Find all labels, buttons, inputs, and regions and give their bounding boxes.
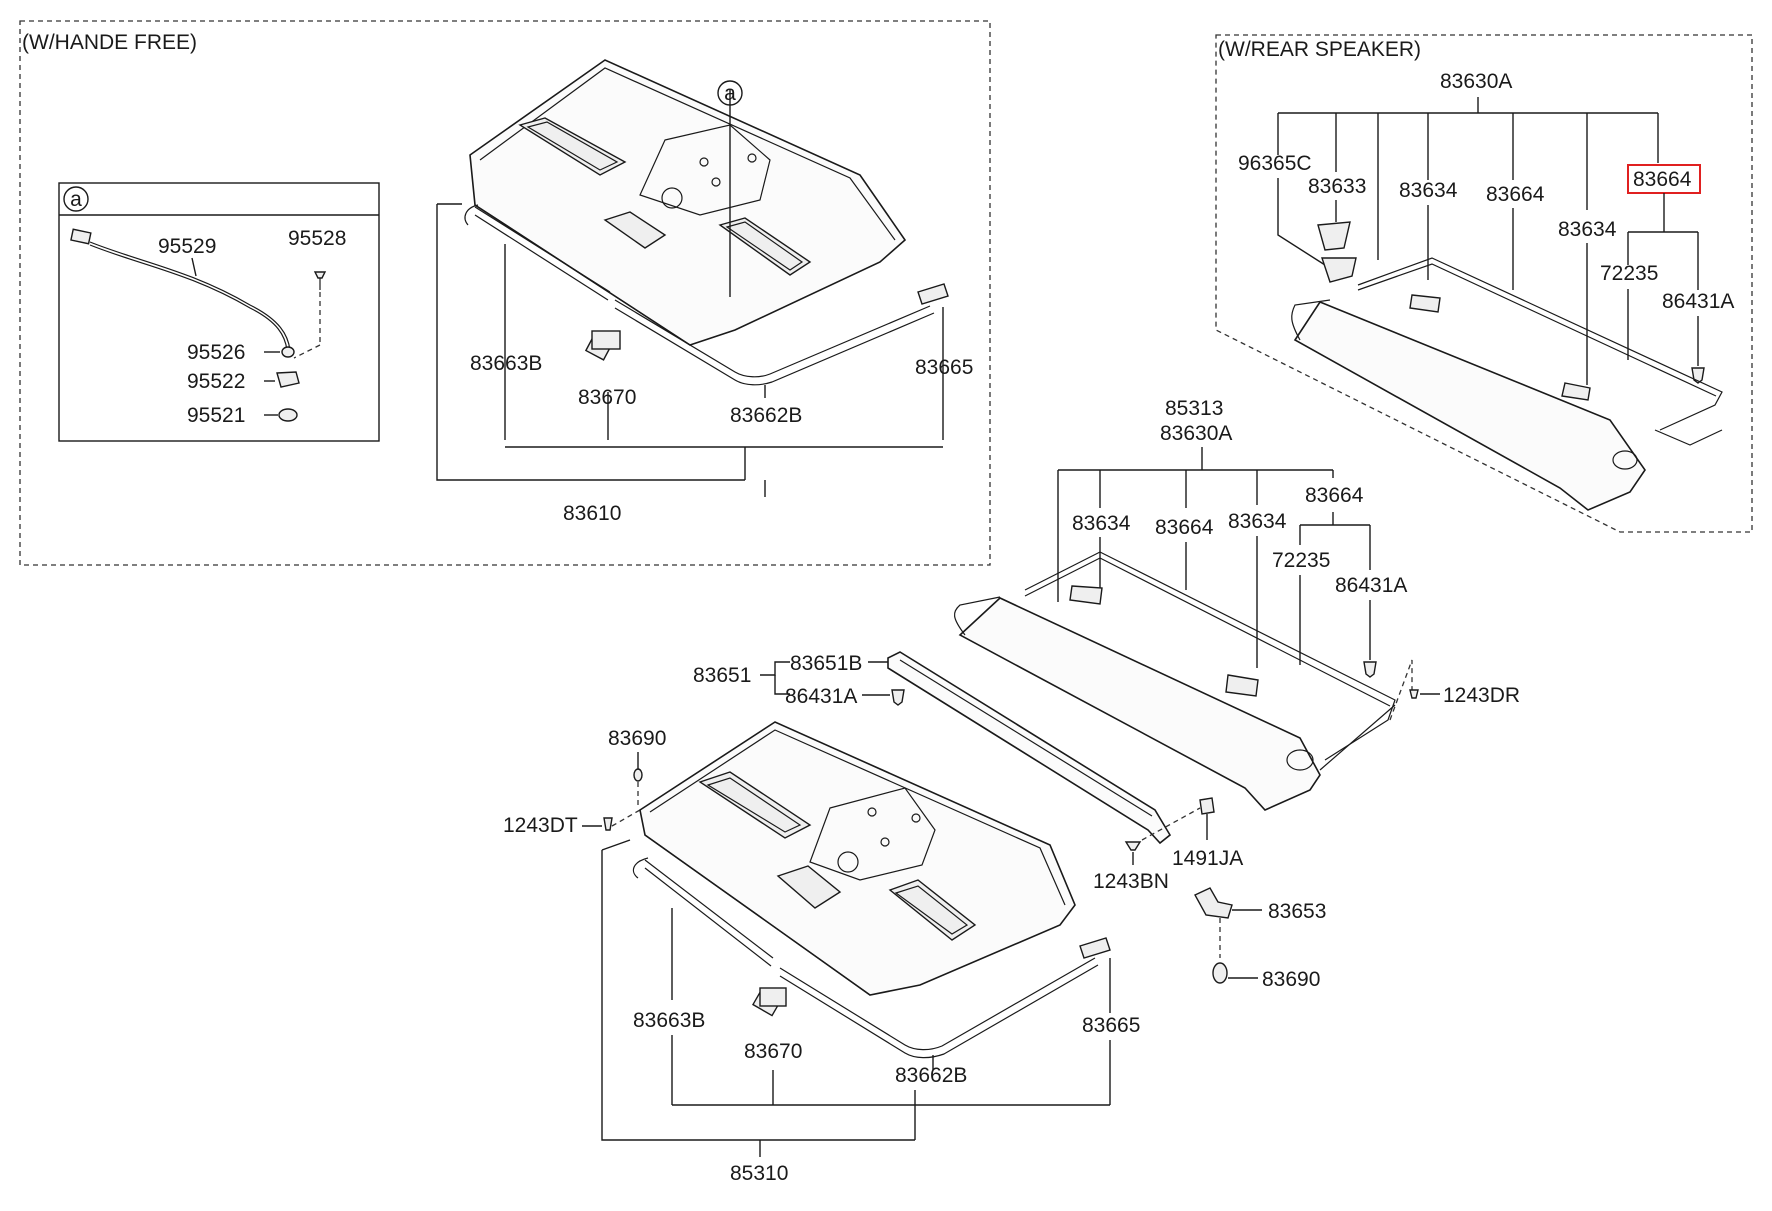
clip-icon-1491JA — [1199, 797, 1215, 815]
detail-a-marker — [63, 186, 89, 212]
screw-icon-1243DR — [1409, 689, 1419, 699]
detail-a-box: a 95529 95528 95526 95522 95521 — [58, 182, 380, 442]
grommet-icon-83690-b — [1212, 962, 1228, 984]
grommet-icon — [281, 346, 295, 358]
label-83664-rs-a: 83664 — [1486, 183, 1545, 206]
label-83651: 83651 — [693, 664, 751, 687]
rear-speaker-group: (W/REAR SPEAKER) 83630A 96365C 83633 836… — [1215, 34, 1753, 533]
label-83634-rs-b: 83634 — [1558, 218, 1617, 241]
detail-a-letter: a — [70, 188, 82, 211]
rear-speaker-frame — [1215, 34, 1753, 533]
label-83665-lower: 83665 — [1082, 1014, 1140, 1037]
label-85313: 85313 — [1165, 397, 1223, 420]
label-83663B-lower: 83663B — [633, 1009, 705, 1032]
screw-icon-1243DT — [603, 817, 613, 831]
label-95529: 95529 — [158, 235, 216, 258]
clip-icon-83651 — [891, 689, 905, 706]
bracket-icon-83653 — [1194, 887, 1233, 919]
clip-icon-main — [1363, 661, 1377, 678]
bracket-icon — [276, 371, 300, 388]
wire-harness — [89, 241, 291, 351]
label-83653: 83653 — [1268, 900, 1326, 923]
trim-strip — [887, 651, 1172, 845]
label-83665-upper: 83665 — [915, 356, 973, 379]
wire-connector-icon — [70, 228, 92, 245]
label-83664-main-a: 83664 — [1155, 516, 1214, 539]
label-83630A-rs: 83630A — [1440, 70, 1512, 93]
label-83630A-main: 83630A — [1160, 422, 1232, 445]
leaders-upper: a 83663B 83670 83662B 83665 83610 — [436, 80, 973, 525]
label-86431A-main: 86431A — [1335, 574, 1407, 597]
label-83634-main-b: 83634 — [1228, 510, 1287, 533]
label-83662B-lower: 83662B — [895, 1064, 967, 1087]
package-tray-lower — [639, 721, 1076, 996]
label-83633: 83633 — [1308, 175, 1366, 198]
package-tray-upper — [469, 59, 907, 346]
hands-free-group: (W/HANDE FREE) a 95529 95528 95526 9 — [19, 20, 991, 566]
hands-free-title: (W/HANDE FREE) — [22, 31, 197, 54]
middle-shelf — [954, 551, 1396, 811]
label-83664-main-b: 83664 — [1305, 484, 1364, 507]
screw-icon-1243BN — [1124, 841, 1142, 851]
label-95526: 95526 — [187, 341, 245, 364]
label-86431A-rs: 86431A — [1662, 290, 1734, 313]
label-1243DT: 1243DT — [503, 814, 578, 837]
label-83690-main-a: 83690 — [608, 727, 666, 750]
label-83634-rs-a: 83634 — [1399, 179, 1458, 202]
label-85310: 85310 — [730, 1162, 788, 1185]
label-1243BN: 1243BN — [1093, 870, 1169, 893]
label-72235-main: 72235 — [1272, 549, 1330, 572]
rear-speaker-title: (W/REAR SPEAKER) — [1218, 38, 1421, 61]
label-83690-main-b: 83690 — [1262, 968, 1320, 991]
label-86431A-main-b: 86431A — [785, 685, 857, 708]
screw-icon — [313, 271, 327, 279]
rear-speaker-shelf — [1291, 257, 1723, 511]
label-95521: 95521 — [187, 404, 245, 427]
label-95522: 95522 — [187, 370, 245, 393]
label-83651B: 83651B — [790, 652, 862, 675]
label-83664-rs-highlighted: 83664 — [1633, 168, 1692, 191]
label-83670-upper: 83670 — [578, 386, 636, 409]
detail-a-callout: a — [724, 82, 736, 105]
label-83670-lower: 83670 — [744, 1040, 802, 1063]
label-72235-rs: 72235 — [1600, 262, 1658, 285]
label-95528: 95528 — [288, 227, 346, 250]
speaker-grille-icon — [1317, 221, 1351, 251]
nut-icon — [278, 408, 298, 422]
label-83634-main-a: 83634 — [1072, 512, 1131, 535]
hands-free-frame — [19, 20, 991, 566]
label-83663B-upper: 83663B — [470, 352, 542, 375]
label-96365C: 96365C — [1238, 152, 1312, 175]
grommet-icon-83690 — [633, 768, 643, 782]
label-83662B-upper: 83662B — [730, 404, 802, 427]
label-1243DR: 1243DR — [1443, 684, 1520, 707]
leaders-lower: 83663B 83670 83662B 83665 85310 — [601, 839, 1140, 1185]
label-83610: 83610 — [563, 502, 621, 525]
main-group: 85313 83630A 83634 83664 83634 83664 722… — [503, 397, 1520, 1185]
label-1491JA: 1491JA — [1172, 847, 1243, 870]
